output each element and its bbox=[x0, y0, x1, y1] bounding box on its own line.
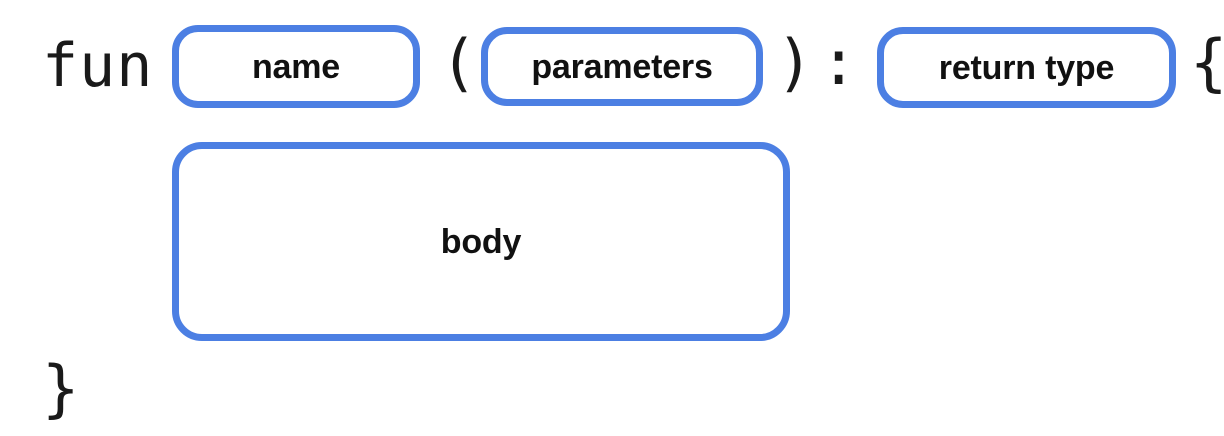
slot-name[interactable]: name bbox=[172, 25, 420, 108]
open-brace-token: { bbox=[1190, 26, 1224, 99]
close-brace-token: } bbox=[42, 352, 80, 425]
slot-name-label: name bbox=[251, 47, 341, 86]
close-paren-token: ) bbox=[776, 26, 814, 99]
slot-parameters-label: parameters bbox=[531, 47, 713, 86]
slot-return-type[interactable]: return type bbox=[877, 27, 1176, 108]
colon-token: : bbox=[820, 26, 858, 99]
open-paren-token: ( bbox=[440, 26, 478, 99]
slot-body[interactable]: body bbox=[172, 142, 790, 341]
slot-body-label: body bbox=[440, 222, 522, 261]
slot-return-type-label: return type bbox=[938, 48, 1115, 87]
keyword-fun: fun bbox=[42, 31, 154, 101]
slot-parameters[interactable]: parameters bbox=[481, 27, 763, 106]
